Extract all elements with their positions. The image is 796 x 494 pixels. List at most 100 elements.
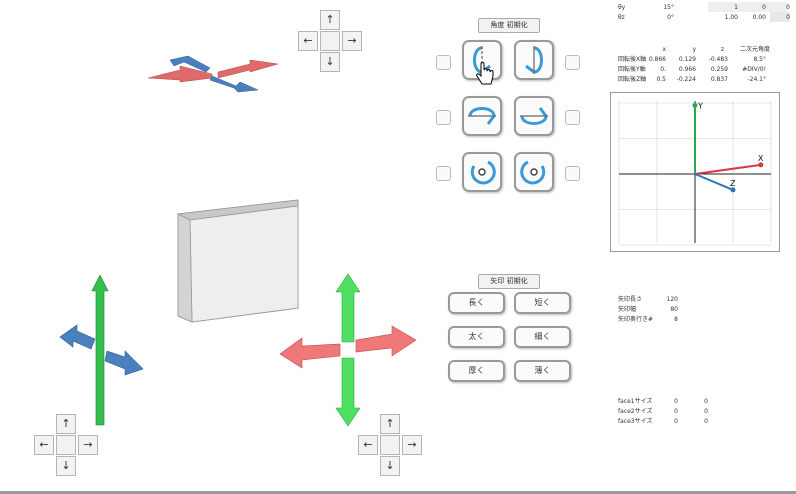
series-x-line — [694, 163, 761, 175]
rotate-y-right-icon — [525, 46, 543, 74]
dpad-center-down-button[interactable]: ↓ — [380, 456, 400, 476]
face1-label: face1サイズ — [618, 398, 653, 405]
dpad-top-right-button[interactable]: → — [342, 31, 362, 51]
arrow-width-label: 矢印幅 — [618, 306, 637, 313]
axis-row-y-z: 0.259 — [710, 66, 728, 73]
bottom-border — [0, 491, 796, 494]
rotate-right-small-icon[interactable] — [565, 55, 580, 70]
dpad-left: ↑ ← → ↓ — [34, 414, 100, 480]
red-arrow-right — [355, 325, 417, 357]
rotate-y-right-button[interactable] — [514, 40, 554, 80]
series-y-label: Y — [697, 101, 703, 110]
axis-header-x: x — [662, 46, 666, 53]
theta-z-c1: 1.00 — [724, 14, 738, 21]
series-y-point — [692, 102, 698, 108]
dpad-top-down-button[interactable]: ↓ — [320, 52, 340, 72]
flip-up-small-icon[interactable] — [436, 110, 451, 125]
red-arrow-right — [217, 59, 279, 79]
flip-down-small-icon[interactable] — [565, 110, 580, 125]
axis-row-z-label: 回転後Z軸 — [618, 76, 647, 83]
dpad-left-center — [56, 435, 76, 455]
series-z-point — [730, 187, 736, 193]
center-arrows-graphic — [280, 274, 417, 427]
rotate-z-cw-button[interactable] — [514, 152, 554, 192]
shallower-button[interactable]: 薄く — [514, 360, 571, 382]
blue-arrow — [169, 55, 211, 73]
face1-v1: 0 — [674, 398, 678, 405]
dpad-top-left-button[interactable]: ← — [298, 31, 318, 51]
axis-row-y-y: 0.966 — [678, 66, 696, 73]
arrow-length-value: 120 — [666, 296, 678, 303]
green-arrow-down — [335, 357, 361, 427]
hand-cursor-icon — [476, 62, 494, 85]
series-x-point — [758, 162, 764, 168]
rotate-x-up-icon — [468, 107, 496, 125]
series-z-label: Z — [730, 179, 736, 188]
rotate-z-cw-icon — [520, 160, 546, 185]
arrow-depth-label: 矢印奥行き# — [618, 316, 654, 323]
axis-row-z-z: 0.837 — [710, 76, 728, 83]
theta-z-c3: 0 — [786, 14, 790, 21]
face3-v2: 0 — [704, 418, 708, 425]
theta-y-c1: 1 — [734, 4, 738, 11]
face3-label: face3サイズ — [618, 418, 653, 425]
face2-v2: 0 — [704, 408, 708, 415]
spin-cw-small-icon[interactable] — [565, 166, 580, 181]
shorter-button[interactable]: 短く — [514, 292, 571, 314]
dpad-center-right-button[interactable]: → — [402, 435, 422, 455]
arrow-length-label: 矢印長さ — [618, 296, 643, 303]
dpad-left-left-button[interactable]: ← — [34, 435, 54, 455]
rotate-x-down-button[interactable] — [514, 96, 554, 136]
face2-label: face2サイズ — [618, 408, 653, 415]
face1-v2: 0 — [704, 398, 708, 405]
axis-header-angle: 二次元角度 — [739, 46, 770, 53]
thicker-button[interactable]: 太く — [448, 326, 505, 348]
dpad-center-left-button[interactable]: ← — [358, 435, 378, 455]
deeper-button[interactable]: 厚く — [448, 360, 505, 382]
face2-v1: 0 — [674, 408, 678, 415]
dpad-left-down-button[interactable]: ↓ — [56, 456, 76, 476]
dpad-left-up-button[interactable]: ↑ — [56, 414, 76, 434]
theta-y-label: θy — [618, 4, 626, 11]
axis-row-x-label: 回転後X軸 — [618, 56, 647, 63]
axis-row-x-z: -0.483 — [708, 56, 728, 63]
axis-chart-frame: Y X Z — [610, 92, 780, 252]
dpad-top: ↑ ← → ↓ — [298, 10, 364, 76]
axis-row-z-angle: -24.1° — [747, 76, 766, 83]
axis-row-z-y: -0.224 — [676, 76, 696, 83]
arrow-reset-button[interactable]: 矢印 初期化 — [478, 274, 540, 289]
red-arrow-left — [280, 337, 341, 369]
axis-row-x-x: 0.866 — [648, 56, 666, 63]
axis-header-y: y — [692, 46, 696, 53]
axis-row-y-x: 0. — [660, 66, 666, 73]
spin-ccw-small-icon[interactable] — [436, 166, 451, 181]
theta-z-angle: 0° — [667, 14, 674, 21]
angle-reset-button[interactable]: 角度 初期化 — [478, 18, 540, 33]
green-arrow — [91, 275, 109, 426]
dpad-left-right-button[interactable]: → — [78, 435, 98, 455]
series-x-label: X — [758, 154, 764, 163]
axis-row-x-y: 0.129 — [678, 56, 696, 63]
top-arrows-graphic — [147, 55, 279, 93]
box-3d — [176, 199, 299, 323]
arrow-width-value: 80 — [670, 306, 678, 313]
blue-arrow-left — [59, 324, 96, 350]
dpad-center: ↑ ← → ↓ — [358, 414, 424, 480]
rotate-z-ccw-button[interactable] — [462, 152, 502, 192]
theta-y-c2: 0 — [762, 4, 766, 11]
dpad-center-up-button[interactable]: ↑ — [380, 414, 400, 434]
theta-y-highlight — [708, 2, 788, 12]
longer-button[interactable]: 長く — [448, 292, 505, 314]
rotate-x-up-button[interactable] — [462, 96, 502, 136]
thinner-button[interactable]: 細く — [514, 326, 571, 348]
axis-row-x-angle: 8.5° — [753, 56, 766, 63]
left-arrows-graphic — [59, 275, 144, 426]
blue-arrow-lower — [209, 75, 259, 93]
series-z-line — [694, 173, 734, 191]
blue-arrow-right — [104, 350, 144, 376]
axis-chart: Y X Z — [618, 101, 772, 246]
dpad-top-up-button[interactable]: ↑ — [320, 10, 340, 30]
axis-row-y-label: 回転後Y軸 — [618, 66, 646, 73]
face3-v1: 0 — [674, 418, 678, 425]
rotate-left-small-icon[interactable] — [436, 55, 451, 70]
